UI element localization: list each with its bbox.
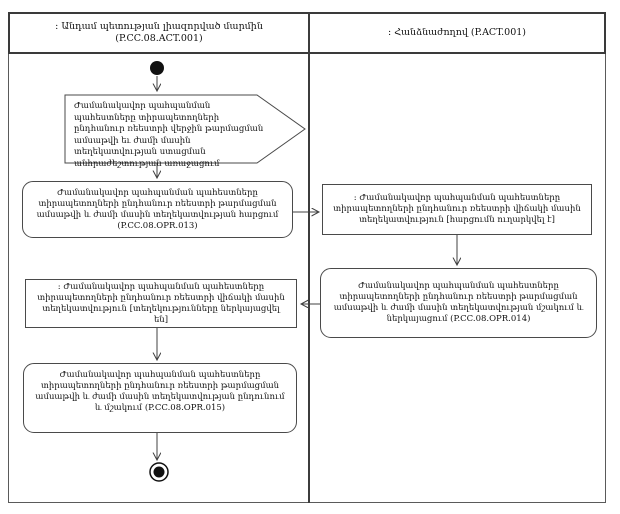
send-signal-shape xyxy=(64,94,306,164)
node-text: : Ժամանակավոր պահպանման պահեստները տիրապ… xyxy=(333,193,581,225)
swimlane-header-member-state: : Անդամ պետության լիազորված մարմին (P.CC… xyxy=(8,12,310,54)
final-node-core-icon xyxy=(153,466,165,478)
swimlane-title: : Հանձնաժողով (P.ACT.001) xyxy=(387,27,526,38)
swimlane-divider xyxy=(308,12,310,503)
swimlane-title: : Անդամ պետության լիազորված մարմին (P.CC… xyxy=(55,21,263,44)
node-object-info-presented: : Ժամանակավոր պահպանման պահեստները տիրապ… xyxy=(25,279,297,328)
node-text: Ժամանակավոր պահպանման պահեստները տիրապետ… xyxy=(333,281,584,324)
initial-node-icon xyxy=(150,61,164,75)
node-action-process-present: Ժամանակավոր պահպանման պահեստները տիրապետ… xyxy=(320,268,597,338)
node-text: Ժամանակավոր պահպանման պահեստները տիրապետ… xyxy=(74,101,264,169)
node-text: Ժամանակավոր պահպանման պահեստները տիրապետ… xyxy=(35,370,285,413)
node-send-signal-need: Ժամանակավոր պահպանման պահեստները տիրապետ… xyxy=(74,101,266,170)
node-text: Ժամանակավոր պահպանման պահեստները տիրապետ… xyxy=(36,187,279,231)
node-action-receive-process: Ժամանակավոր պահպանման պահեստները տիրապետ… xyxy=(23,363,297,433)
node-action-request-info: Ժամանակավոր պահպանման պահեստները տիրապետ… xyxy=(22,181,293,238)
node-text: : Ժամանակավոր պահպանման պահեստները տիրապ… xyxy=(37,281,285,325)
swimlane-header-commission: : Հանձնաժողով (P.ACT.001) xyxy=(308,12,606,54)
node-object-request-sent: : Ժամանակավոր պահպանման պահեստները տիրապ… xyxy=(322,184,592,235)
